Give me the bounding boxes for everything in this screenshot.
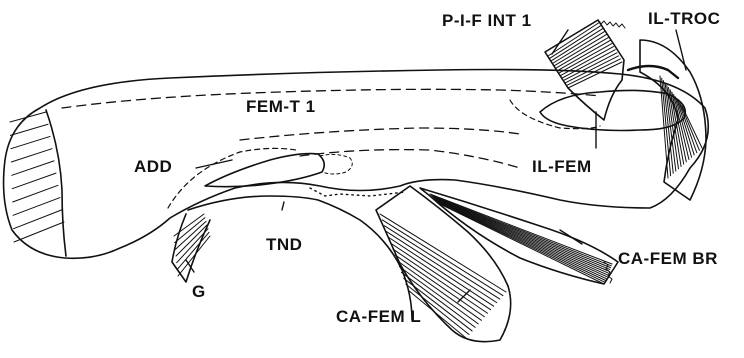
fibre-line: [431, 195, 611, 266]
fibre-line: [12, 161, 54, 175]
fibre-line: [432, 196, 611, 268]
femur-body: [4, 70, 709, 259]
fibre-line: [391, 243, 491, 309]
fibre-line: [11, 136, 50, 148]
fibre-line: [434, 198, 609, 272]
fibre-line: [10, 112, 46, 122]
fibre-line: [568, 62, 622, 88]
label-g: G: [192, 283, 206, 300]
fibre-line: [177, 232, 209, 269]
fibre-line: [13, 198, 60, 216]
fibre-line: [12, 173, 56, 189]
label-fem-t-1: FEM-T 1: [246, 98, 316, 115]
fibre-line: [382, 220, 503, 296]
label-il-troc: IL-TROC: [648, 10, 720, 27]
fibre-line: [435, 199, 607, 274]
ca-fem-br-muscle: [420, 188, 618, 284]
fibre-line: [11, 149, 52, 162]
fibre-line: [13, 185, 58, 202]
fibre-line: [565, 56, 619, 83]
il-troc-muscle: [628, 40, 706, 200]
fibre-line: [437, 201, 606, 278]
label-add: ADD: [134, 158, 172, 175]
label-ca-fem-l: CA-FEM L: [336, 308, 421, 325]
label-ca-fem-br: CA-FEM BR: [618, 250, 718, 267]
fibre-line: [435, 199, 609, 274]
label-tnd: TND: [266, 236, 302, 253]
fibre-line: [14, 222, 64, 242]
label-p-i-f-int-1: P-I-F INT 1: [442, 12, 532, 29]
label-il-fem: IL-FEM: [532, 158, 592, 175]
